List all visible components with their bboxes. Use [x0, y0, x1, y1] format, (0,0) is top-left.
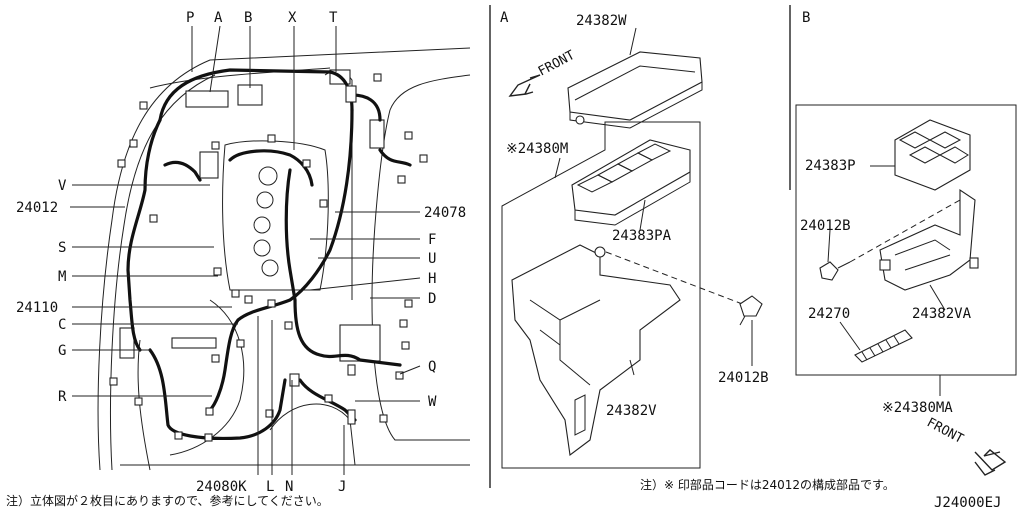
connectors	[109, 73, 428, 442]
callout-24110: 24110	[16, 300, 58, 316]
callout-M: M	[58, 269, 66, 285]
dash-to-bolt	[605, 251, 746, 306]
part-label-24012B-b: 24012B	[800, 218, 851, 234]
part-label-24382W: 24382W	[576, 13, 627, 29]
vehicle-outline	[97, 47, 471, 471]
callout-24080K: 24080K	[196, 479, 247, 495]
leader-24383PA	[639, 199, 646, 231]
callout-L: L	[266, 479, 274, 495]
relay-block	[571, 139, 691, 226]
callout-G: G	[58, 343, 66, 359]
footer-note-left: 注）立体図が２枚目にありますので、参考にしてください。	[6, 493, 329, 508]
assembly-box-24380MA	[795, 104, 1017, 376]
callout-U: U	[428, 251, 436, 267]
bolt-a-icon	[739, 295, 763, 326]
part-label-24270: 24270	[808, 306, 850, 322]
callout-24078: 24078	[424, 205, 466, 221]
leader-24012B-b	[827, 229, 831, 263]
leader-lines-left	[70, 25, 421, 475]
callout-Q: Q	[428, 359, 436, 375]
leader-24382VA	[929, 284, 946, 311]
callout-J: J	[338, 479, 346, 495]
callout-R: R	[58, 389, 67, 405]
callout-X: X	[288, 10, 297, 26]
leader-24382W	[629, 27, 637, 56]
clip-strip	[854, 329, 913, 363]
callout-S: S	[58, 240, 66, 256]
callout-F: F	[428, 232, 436, 248]
engine-components	[119, 69, 385, 362]
dash-b	[849, 199, 961, 263]
section-b-title: B	[802, 10, 810, 26]
callout-W: W	[428, 394, 437, 410]
callout-B: B	[244, 10, 252, 26]
assembly-box-24380M	[501, 121, 701, 469]
part-label-24383PA: 24383PA	[612, 228, 672, 244]
leader-24380M	[554, 157, 561, 179]
footer-note-right: 注）※ 印部品コードは24012の構成部品です。	[640, 477, 895, 492]
front-label-b: FRONT	[924, 415, 966, 447]
callout-V: V	[58, 178, 67, 194]
part-label-24012B-a: 24012B	[718, 370, 769, 386]
callout-C: C	[58, 317, 66, 333]
front-arrow-a-icon	[508, 74, 541, 97]
part-label-24382VA: 24382VA	[912, 306, 972, 322]
relay-block-b	[894, 119, 971, 191]
part-label-24380M: ※24380M	[506, 141, 568, 157]
bolt-b-icon	[819, 261, 851, 281]
part-label-24382V: 24382V	[606, 403, 657, 419]
bracket-b	[879, 188, 979, 291]
leader-24382V	[629, 359, 635, 376]
callout-P: P	[186, 10, 194, 26]
front-label-a: FRONT	[536, 48, 578, 80]
diagram-code: J24000EJ	[934, 495, 1001, 511]
callout-24012: 24012	[16, 200, 58, 216]
part-label-24380MA: ※24380MA	[882, 400, 953, 416]
callout-T: T	[329, 10, 338, 26]
front-arrow-b-icon	[974, 449, 1007, 476]
fuse-box-cover	[567, 51, 703, 129]
callout-H: H	[428, 271, 436, 287]
section-a-title: A	[500, 10, 509, 26]
callout-D: D	[428, 291, 436, 307]
callout-A: A	[214, 10, 223, 26]
part-label-24383P: 24383P	[805, 158, 856, 174]
callout-N: N	[285, 479, 293, 495]
main-harness	[126, 68, 412, 441]
leader-24270	[839, 321, 861, 351]
lower-bracket	[511, 244, 681, 456]
